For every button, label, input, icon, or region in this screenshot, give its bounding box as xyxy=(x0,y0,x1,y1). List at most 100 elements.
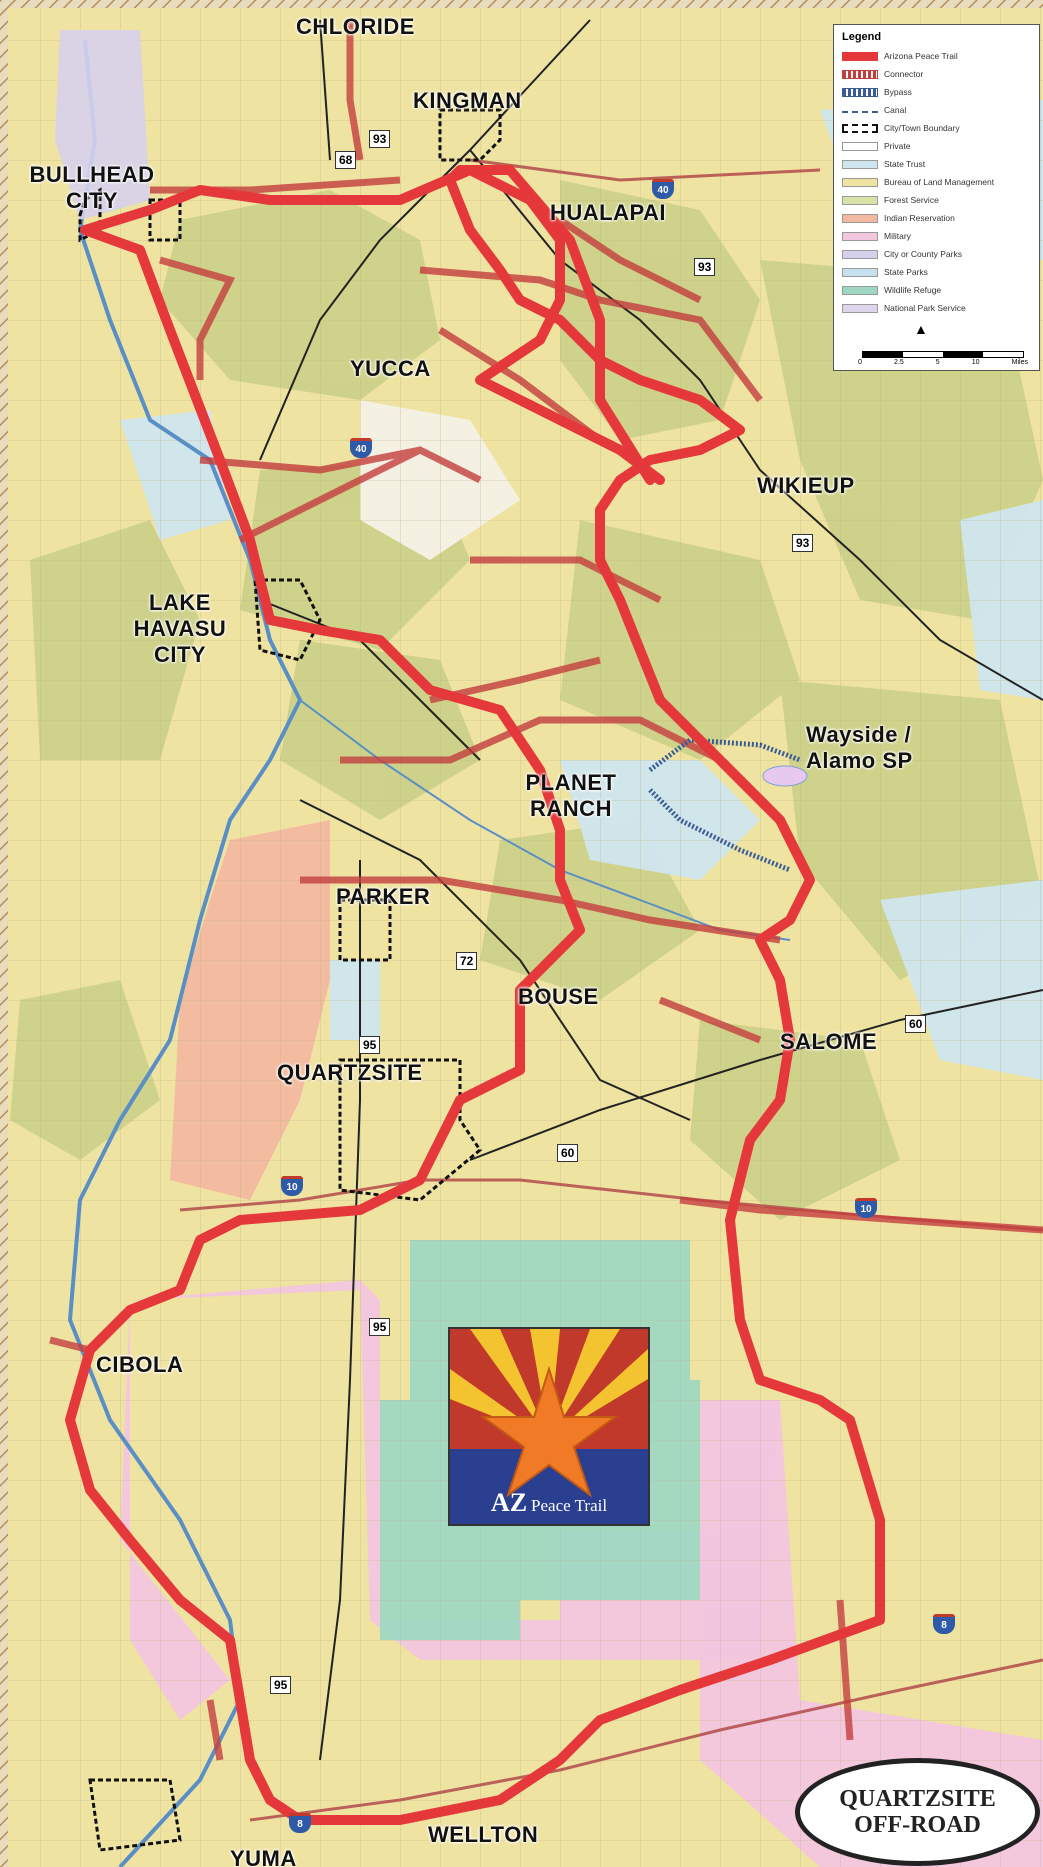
town-kingman: KINGMAN xyxy=(413,88,522,113)
scale-label-2: 5 xyxy=(935,359,940,366)
legend-row: City/Town Boundary xyxy=(842,119,1039,137)
legend-label: Arizona Peace Trail xyxy=(884,51,958,61)
town-bullhead: BULLHEAD CITY xyxy=(12,162,172,214)
town-bouse: BOUSE xyxy=(518,984,599,1009)
town-lake-line1: LAKE xyxy=(149,590,211,615)
legend-swatch xyxy=(842,141,878,151)
logo-text: AZ Peace Trail xyxy=(450,1488,648,1518)
town-wellton: WELLTON xyxy=(428,1822,539,1847)
scale-bar xyxy=(862,351,1024,358)
legend-label: Connector xyxy=(884,69,924,79)
legend-label: Bypass xyxy=(884,87,912,97)
legend-swatch xyxy=(842,267,878,277)
map-border-top xyxy=(0,0,1043,8)
shield-i40-b: 40 xyxy=(350,438,372,458)
town-wikieup: WIKIEUP xyxy=(757,473,855,498)
legend-label: State Trust xyxy=(884,159,926,169)
legend-label: National Park Service xyxy=(884,303,966,313)
town-wayside-line1: Wayside / xyxy=(806,722,912,747)
legend-label: City or County Parks xyxy=(884,249,962,259)
shield-us95-b: 95 xyxy=(369,1318,391,1336)
logo-az: AZ xyxy=(490,1488,528,1517)
legend-swatch xyxy=(842,69,878,79)
quartzsite-off-road-badge: QUARTZSITE OFF-ROAD xyxy=(795,1758,1040,1866)
legend-label: Bureau of Land Management xyxy=(884,177,995,187)
legend-row: Arizona Peace Trail xyxy=(842,47,1039,65)
legend-swatch xyxy=(842,51,878,61)
bullhead-blue xyxy=(55,30,150,220)
legend-swatch xyxy=(842,159,878,169)
shield-us95-c: 95 xyxy=(270,1676,292,1694)
shield-i10-b: 10 xyxy=(855,1198,877,1218)
legend-row: Wildlife Refuge xyxy=(842,281,1039,299)
city-boundaries xyxy=(78,108,502,1852)
legend-row: Private xyxy=(842,137,1039,155)
town-bullhead-line1: BULLHEAD xyxy=(29,162,155,187)
legend-swatch xyxy=(842,177,878,187)
bypass-route xyxy=(648,737,801,873)
town-wayside-line2: Alamo SP xyxy=(806,748,913,773)
town-lake-line2: HAVASU xyxy=(133,616,227,641)
colorado-river xyxy=(67,39,303,1867)
legend-row: Bureau of Land Management xyxy=(842,173,1039,191)
legend-label: Canal xyxy=(884,105,907,115)
north-arrow-icon: ▲ xyxy=(914,321,928,337)
legend-swatch xyxy=(842,249,878,259)
shield-us60-b: 60 xyxy=(557,1144,579,1162)
town-lake-line3: CITY xyxy=(153,642,207,667)
legend-swatch xyxy=(842,107,878,113)
map-border-left xyxy=(0,0,8,1867)
legend-row: Indian Reservation xyxy=(842,209,1039,227)
town-salome: SALOME xyxy=(780,1029,878,1054)
legend-row: National Park Service xyxy=(842,299,1039,317)
shield-us93-a: 93 xyxy=(369,130,391,148)
badge-line1: QUARTZSITE xyxy=(839,1786,996,1812)
scale-label-0: 0 xyxy=(858,359,862,366)
legend-swatch xyxy=(842,123,878,133)
scale-label-3: 10 xyxy=(971,359,980,366)
legend-row: Bypass xyxy=(842,83,1039,101)
legend-swatch xyxy=(842,231,878,241)
legend-row: City or County Parks xyxy=(842,245,1039,263)
legend-label: City/Town Boundary xyxy=(884,123,960,133)
shield-sr72: 72 xyxy=(456,952,478,970)
legend-row: State Trust xyxy=(842,155,1039,173)
legend-row: Military xyxy=(842,227,1039,245)
town-yucca: YUCCA xyxy=(350,356,431,381)
shield-us95-a: 95 xyxy=(359,1036,381,1054)
legend-label: Indian Reservation xyxy=(884,213,955,223)
legend-swatch xyxy=(842,213,878,223)
town-wayside-alamo: Wayside / Alamo SP xyxy=(806,722,913,774)
logo-peace-trail: Peace Trail xyxy=(531,1496,608,1515)
shield-sr68: 68 xyxy=(335,151,357,169)
shield-us93-c: 93 xyxy=(792,534,814,552)
town-planet-ranch: PLANET RANCH xyxy=(516,770,626,822)
legend-row: Connector xyxy=(842,65,1039,83)
town-yuma: YUMA xyxy=(230,1846,297,1867)
town-lake-havasu: LAKE HAVASU CITY xyxy=(112,590,248,668)
shield-us93-b: 93 xyxy=(694,258,716,276)
legend-label: State Parks xyxy=(884,267,928,277)
logo-star-icon xyxy=(450,1329,648,1524)
alamo-lake xyxy=(762,765,808,787)
legend-swatch xyxy=(842,195,878,205)
shield-i10-a: 10 xyxy=(281,1176,303,1196)
legend-title: Legend xyxy=(842,31,882,43)
legend-label: Military xyxy=(884,231,911,241)
town-planet-line1: PLANET xyxy=(525,770,617,795)
town-chloride: CHLORIDE xyxy=(296,14,415,39)
town-parker: PARKER xyxy=(336,884,431,909)
legend-row: State Parks xyxy=(842,263,1039,281)
legend-swatch xyxy=(842,87,878,97)
shield-i40-a: 40 xyxy=(652,179,674,199)
town-quartzsite: QUARTZSITE xyxy=(277,1060,423,1085)
legend-swatch xyxy=(842,285,878,295)
town-hualapai: HUALAPAI xyxy=(550,200,667,225)
scale-labels: 0 2.5 5 10 Miles xyxy=(858,359,1028,366)
town-planet-line2: RANCH xyxy=(530,796,612,821)
peace-trail-route xyxy=(65,165,885,1825)
legend-row: Forest Service xyxy=(842,191,1039,209)
legend-swatch xyxy=(842,303,878,313)
